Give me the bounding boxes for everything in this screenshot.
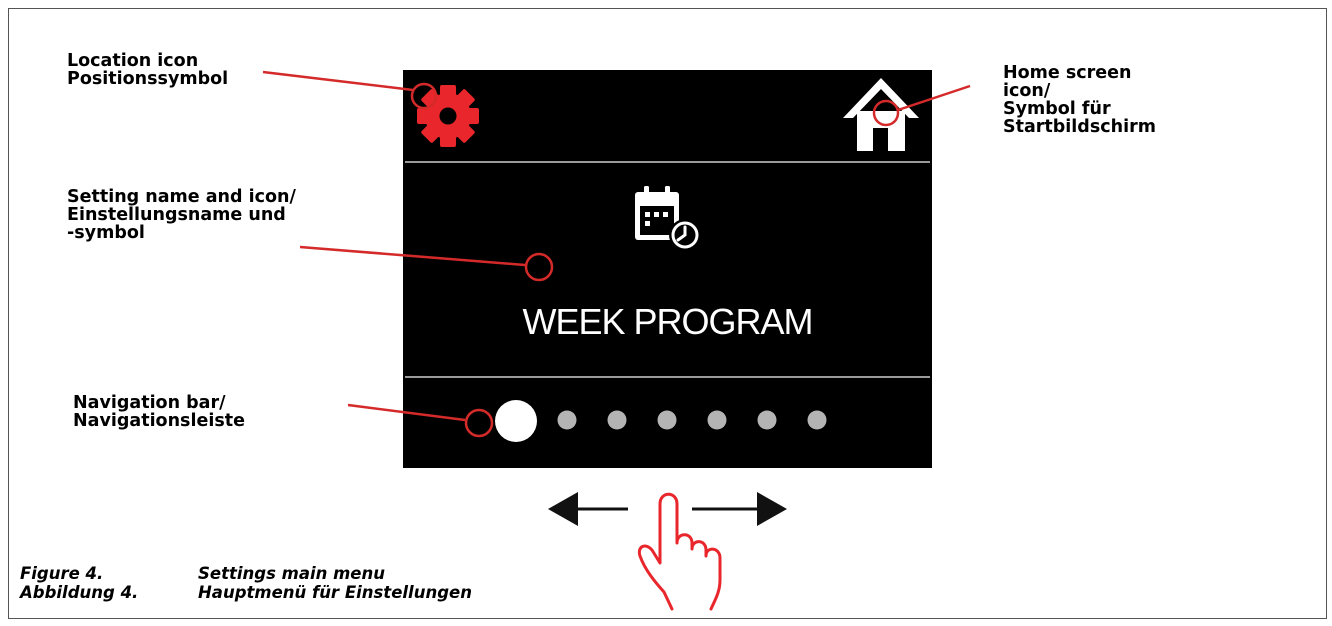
setting-callout-line xyxy=(299,245,526,267)
setting-name-callout: Setting name and icon/ Einstellungsname … xyxy=(67,188,296,242)
calendar-clock-icon xyxy=(635,186,701,251)
figure-label-de: Abbildung 4. xyxy=(20,583,139,602)
nav-dot[interactable] xyxy=(657,410,677,430)
callout-text: Positionssymbol xyxy=(67,69,229,89)
swipe-left-arrow-icon xyxy=(548,492,628,526)
figure-title-de: Hauptmenü für Einstellungen xyxy=(198,583,472,602)
home-callout-line xyxy=(897,84,971,112)
callout-text: Location icon xyxy=(67,51,199,71)
callout-text: Home screen xyxy=(1003,63,1132,83)
pointing-hand-icon xyxy=(637,492,722,611)
figure-frame xyxy=(8,8,1327,619)
callout-text: Navigationsleiste xyxy=(73,411,245,431)
callout-text: Navigation bar/ xyxy=(73,393,226,413)
nav-callout-circle xyxy=(464,408,494,438)
nav-dot[interactable] xyxy=(807,410,827,430)
location-callout-circle xyxy=(410,82,438,110)
location-icon-callout: Location icon Positionssymbol xyxy=(67,52,228,88)
home-icon-callout: Home screen icon/ Symbol für Startbildsc… xyxy=(1003,64,1156,136)
figure-title-en: Settings main menu xyxy=(198,564,385,583)
figure-label-en: Figure 4. xyxy=(20,564,104,583)
navigation-bar-callout: Navigation bar/ Navigationsleiste xyxy=(73,394,245,430)
gear-icon[interactable] xyxy=(417,85,479,147)
callout-text: icon/ xyxy=(1003,81,1051,101)
top-separator xyxy=(405,161,930,163)
callout-text: Setting name and icon/ xyxy=(67,187,296,207)
navigation-bar[interactable] xyxy=(495,400,827,442)
nav-dot[interactable] xyxy=(607,410,627,430)
nav-callout-line xyxy=(347,403,466,422)
home-callout-circle xyxy=(872,99,900,127)
location-callout-line xyxy=(262,70,414,92)
nav-dot[interactable] xyxy=(707,410,727,430)
nav-dot[interactable] xyxy=(557,410,577,430)
callout-text: Einstellungsname und xyxy=(67,205,286,225)
callout-text: -symbol xyxy=(67,223,145,243)
swipe-right-arrow-icon xyxy=(692,492,787,526)
device-screen xyxy=(403,70,932,468)
callout-text: Symbol für xyxy=(1003,99,1111,119)
setting-callout-circle xyxy=(524,252,554,282)
home-icon[interactable] xyxy=(843,78,919,151)
bottom-separator xyxy=(405,376,930,378)
setting-name: WEEK PROGRAM xyxy=(522,301,813,342)
nav-dot-active[interactable] xyxy=(495,400,537,442)
callout-text: Startbildschirm xyxy=(1003,117,1156,137)
nav-dot[interactable] xyxy=(757,410,777,430)
